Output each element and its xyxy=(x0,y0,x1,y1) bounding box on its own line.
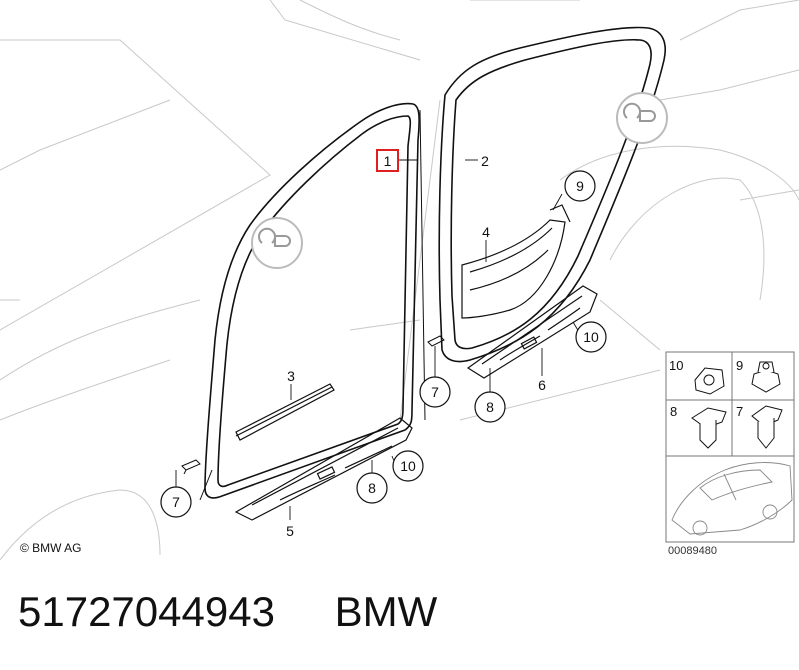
callout-8-rear[interactable]: 8 xyxy=(474,391,506,423)
copyright-text: © BMW AG xyxy=(20,541,82,555)
legend-label-10: 10 xyxy=(669,358,683,373)
callout-8-rear-label: 8 xyxy=(486,399,494,415)
push-clip-icon xyxy=(751,405,783,449)
callout-2-label[interactable]: 2 xyxy=(481,153,489,169)
callout-3-label[interactable]: 3 xyxy=(287,368,295,384)
callout-10-rear-label: 10 xyxy=(583,329,599,345)
fastener-legend: 10 9 8 7 xyxy=(665,351,795,543)
callout-7-front-label: 7 xyxy=(172,494,180,510)
callout-1-label: 1 xyxy=(384,153,392,169)
legend-label-8: 8 xyxy=(670,404,677,419)
legend-label-9: 9 xyxy=(736,358,743,373)
manufacturer-badge-rear xyxy=(616,92,668,144)
expanding-clip-icon xyxy=(691,407,727,449)
hex-nut-icon xyxy=(751,361,781,393)
car-thumbnail xyxy=(671,462,793,536)
brand-name: BMW xyxy=(334,588,438,635)
clip-nut-icon xyxy=(694,367,725,395)
callout-7-rear-label: 7 xyxy=(431,384,439,400)
front-sill-plate xyxy=(234,417,413,521)
callout-6-label[interactable]: 6 xyxy=(538,377,546,393)
callout-4-label[interactable]: 4 xyxy=(482,224,490,240)
part-caption: 51727044943 BMW xyxy=(18,588,437,636)
clip-bracket-front xyxy=(181,459,201,475)
manufacturer-badge-front xyxy=(251,217,303,269)
legend-label-7: 7 xyxy=(736,404,743,419)
clip-bracket-rear xyxy=(427,335,445,347)
callout-5-label[interactable]: 5 xyxy=(286,523,294,539)
car-body-outline xyxy=(0,0,799,561)
callout-1[interactable]: 1 xyxy=(376,149,399,172)
rear-sill-plate xyxy=(466,285,598,379)
part-number: 51727044943 xyxy=(18,588,275,635)
callout-7-front[interactable]: 7 xyxy=(160,486,192,518)
callout-8-front[interactable]: 8 xyxy=(356,472,388,504)
front-door-seal xyxy=(199,102,426,501)
callout-10-front-label: 10 xyxy=(400,458,416,474)
callout-8-front-label: 8 xyxy=(368,480,376,496)
callout-7-rear[interactable]: 7 xyxy=(419,376,451,408)
wheel-arch-trim xyxy=(461,204,571,319)
callout-10-front[interactable]: 10 xyxy=(392,450,424,482)
rear-door-seal xyxy=(438,26,666,363)
callout-10-rear[interactable]: 10 xyxy=(575,321,607,353)
sill-strip xyxy=(235,383,335,441)
reference-number: 00089480 xyxy=(668,545,717,557)
callout-9-label: 9 xyxy=(576,178,584,194)
callout-9[interactable]: 9 xyxy=(564,170,596,202)
